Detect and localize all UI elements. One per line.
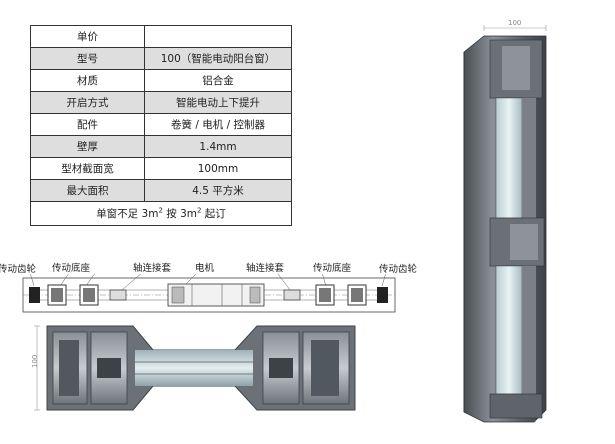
spec-table: 单价 型号 100（智能电动阳台窗） 材质 铝合金 开启方式 智能电动上下提升 …	[30, 25, 292, 226]
spec-key: 开启方式	[30, 91, 145, 114]
order-note: 单窗不足 3m2 按 3m2 起订	[30, 201, 292, 226]
spec-row-opening: 开启方式 智能电动上下提升	[30, 91, 292, 114]
spec-footer-row: 单窗不足 3m2 按 3m2 起订	[30, 201, 292, 226]
spec-key: 单价	[30, 25, 145, 48]
profile-cross-section: 100	[31, 325, 356, 411]
spec-row-price: 单价	[30, 25, 292, 48]
spec-value: 铝合金	[144, 69, 292, 92]
spec-row-model: 型号 100（智能电动阳台窗）	[30, 47, 292, 70]
gear-left-icon	[29, 287, 40, 303]
spec-key: 壁厚	[30, 135, 145, 158]
dimension-section-label: 100	[31, 355, 39, 368]
label-gear-right: 传动齿轮	[379, 264, 418, 275]
spec-key: 配件	[30, 113, 145, 136]
label-coupling-right: 轴连接套	[246, 263, 285, 274]
spec-key: 材质	[30, 69, 145, 92]
order-note-part2: 按 3m	[162, 208, 197, 220]
gear-right-icon	[377, 287, 388, 303]
label-base-left: 传动底座	[52, 263, 91, 274]
drive-assembly-diagram	[22, 274, 396, 313]
spec-value	[144, 25, 292, 48]
spec-key: 型号	[30, 47, 145, 70]
spec-key: 型材截面宽	[30, 157, 145, 180]
spec-value: 100（智能电动阳台窗）	[144, 47, 292, 70]
spec-value: 4.5 平方米	[144, 179, 292, 202]
label-motor: 电机	[195, 263, 215, 274]
spec-row-section-width: 型材截面宽 100mm	[30, 157, 292, 180]
coupling-left-icon	[109, 289, 127, 301]
spec-value: 1.4mm	[144, 135, 292, 158]
spec-value: 卷簧 / 电机 / 控制器	[144, 113, 292, 136]
spec-row-thickness: 壁厚 1.4mm	[30, 135, 292, 158]
order-note-part1: 单窗不足 3m	[96, 208, 159, 220]
profile-elevation: 100	[463, 19, 547, 423]
label-coupling-left: 轴连接套	[133, 263, 172, 274]
spec-value: 智能电动上下提升	[144, 91, 292, 114]
spec-row-accessories: 配件 卷簧 / 电机 / 控制器	[30, 113, 292, 136]
order-note-sup2: 2	[197, 206, 202, 215]
order-note-sup1: 2	[158, 206, 163, 215]
spec-key: 最大面积	[30, 179, 145, 202]
spec-row-max-area: 最大面积 4.5 平方米	[30, 179, 292, 202]
order-note-part3: 起订	[201, 208, 226, 220]
label-gear-left: 传动齿轮	[0, 264, 37, 275]
spec-row-material: 材质 铝合金	[30, 69, 292, 92]
label-base-right: 传动底座	[313, 263, 352, 274]
leader-lines	[30, 274, 386, 291]
spec-value: 100mm	[144, 157, 292, 180]
coupling-right-icon	[283, 289, 301, 301]
dimension-profile-label: 100	[508, 19, 521, 27]
